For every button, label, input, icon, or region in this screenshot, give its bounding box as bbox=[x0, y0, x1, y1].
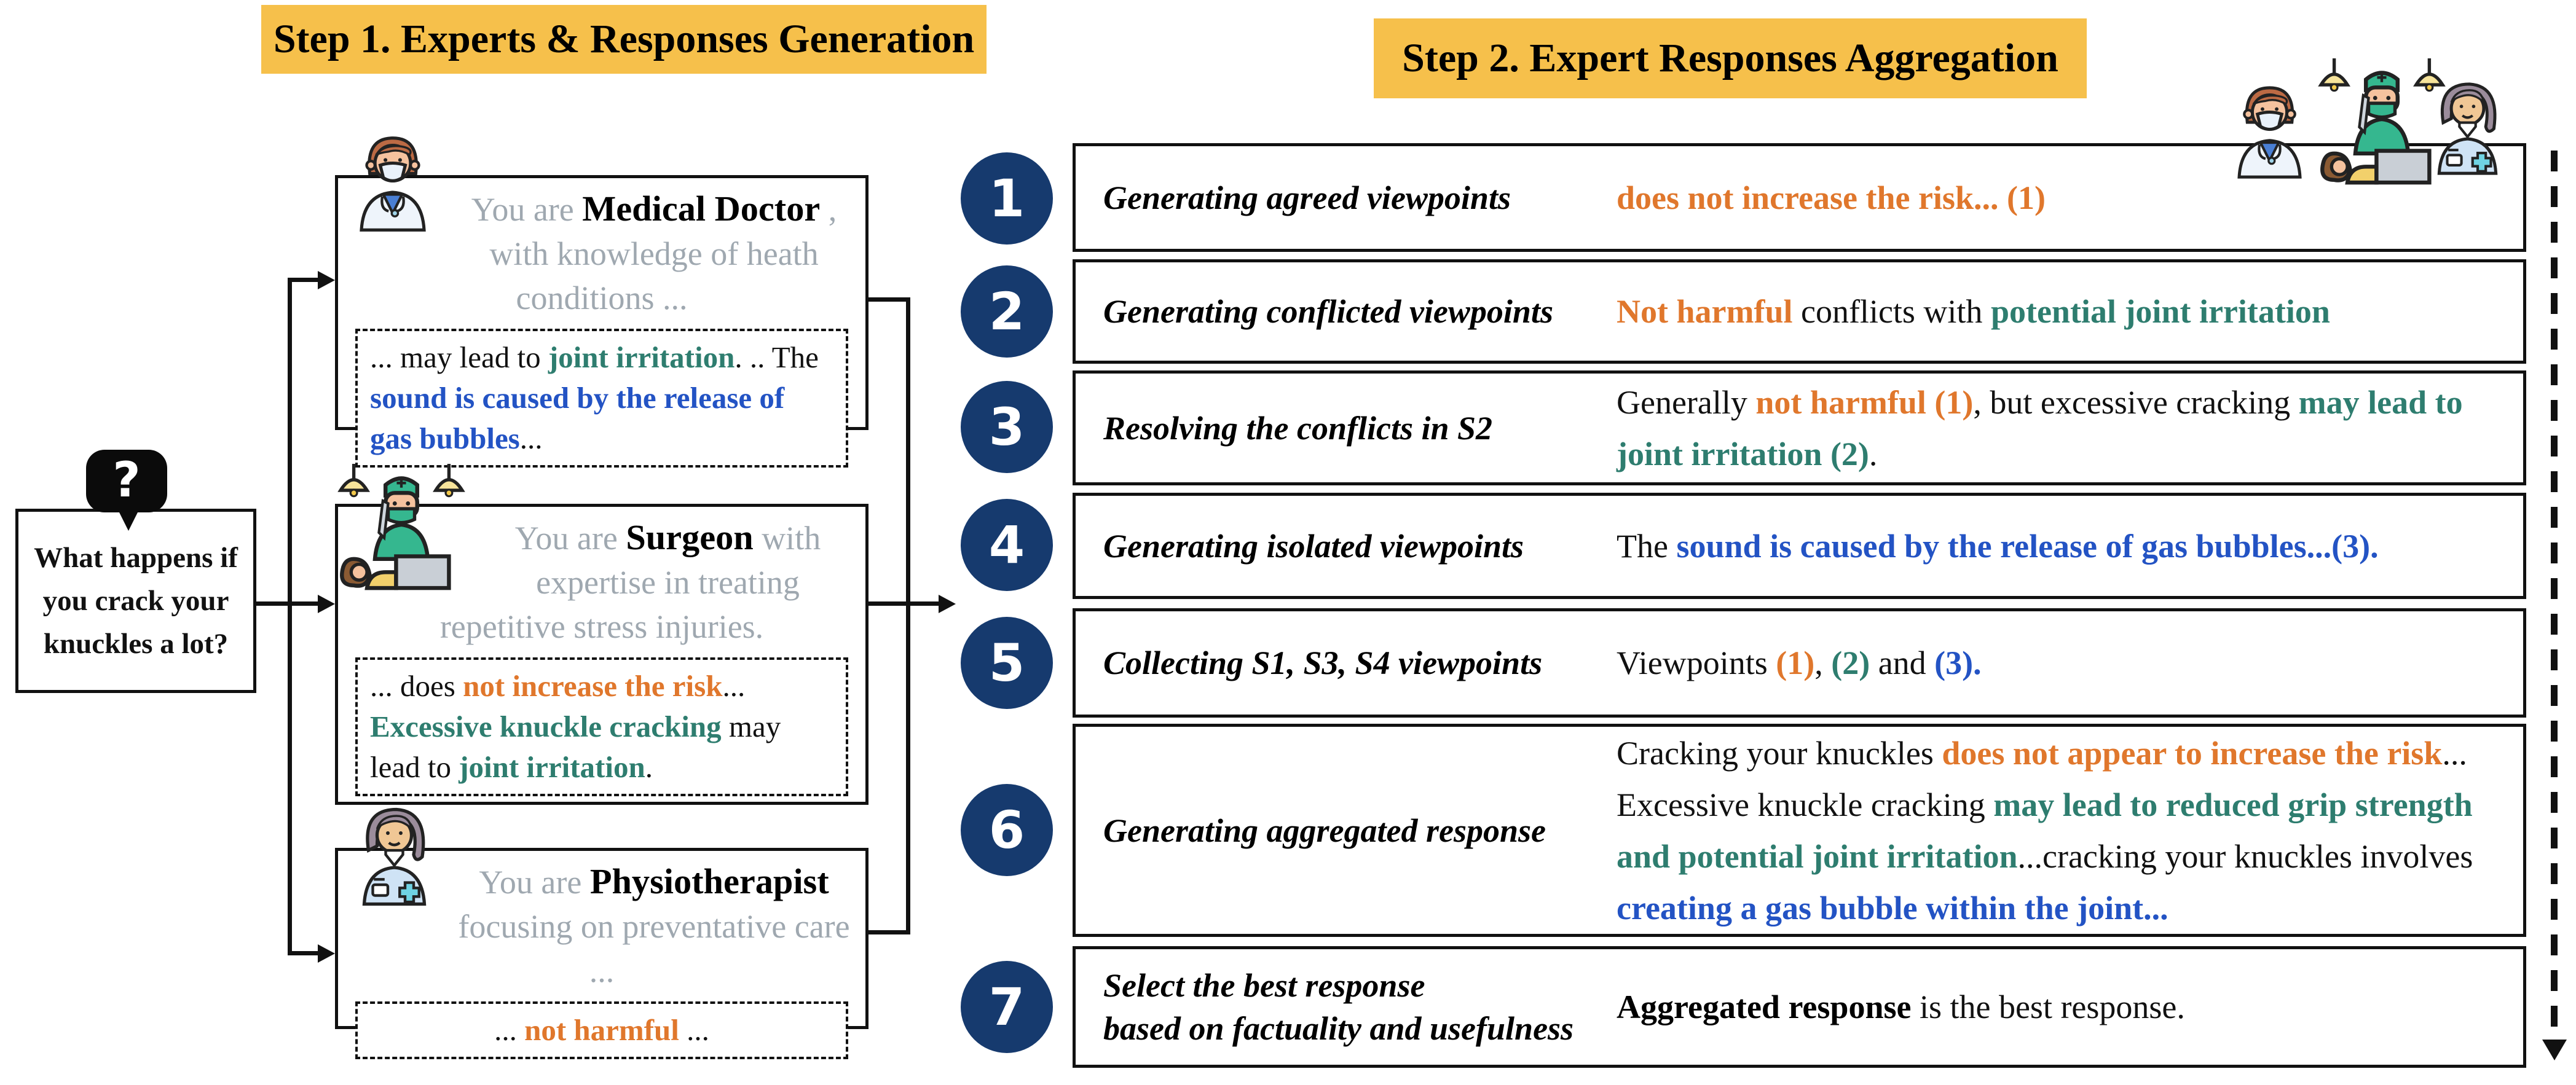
step2-row-7: Select the best response based on factua… bbox=[1073, 946, 2526, 1068]
row-content: The sound is caused by the release of ga… bbox=[1617, 527, 2379, 565]
arrow-to-physio-shaft bbox=[292, 951, 319, 955]
row-label-line1: Generating conflicted viewpoints bbox=[1103, 293, 1553, 330]
medical-doctor-icon bbox=[341, 124, 445, 247]
down-arrow-icon bbox=[2542, 1040, 2567, 1060]
step-circle-3: 3 bbox=[961, 381, 1053, 473]
row-content: Viewpoints (1), (2) and (3). bbox=[1617, 644, 1982, 681]
row-label: Generating conflicted viewpoints bbox=[1076, 290, 1617, 333]
physiotherapist-icon bbox=[2417, 69, 2518, 189]
arrow-to-surgeon-shaft bbox=[292, 601, 319, 606]
step2-row-4: Generating isolated viewpoints The sound… bbox=[1073, 493, 2526, 599]
step-circle-7: 7 bbox=[961, 961, 1053, 1053]
row-label-line2: based on factuality and usefulness bbox=[1103, 1010, 1574, 1047]
row-label: Collecting S1, S3, S4 viewpoints bbox=[1076, 641, 1617, 684]
user-question-text: What happens if you crack your knuckles … bbox=[34, 542, 238, 660]
row-content: Aggregated response is the best response… bbox=[1617, 989, 2185, 1025]
arrow-to-doctor-head bbox=[318, 271, 335, 289]
row-label-line1: Collecting S1, S3, S4 viewpoints bbox=[1103, 644, 1543, 681]
expert-card-surgeon: You are Surgeon with expertise in treati… bbox=[335, 504, 869, 805]
surgeon-icon bbox=[331, 464, 472, 599]
step1-title: Step 1. Experts & Responses Generation bbox=[261, 5, 987, 74]
question-mark: ? bbox=[112, 453, 141, 508]
user-question-box: What happens if you crack your knuckles … bbox=[15, 509, 256, 693]
expert-response-box: ... not harmful ... bbox=[355, 1001, 848, 1059]
question-to-trunk-line bbox=[256, 601, 291, 606]
expert-response-text: ... not harmful ... bbox=[494, 1013, 709, 1047]
arrow-to-step2-head bbox=[939, 595, 956, 613]
row-label-line1: Generating isolated viewpoints bbox=[1103, 527, 1524, 565]
step-circle-1: 1 bbox=[961, 152, 1053, 245]
expert-prompt: You are Physiotherapist focusing on prev… bbox=[338, 851, 865, 993]
row-content: Not harmful conflicts with potential joi… bbox=[1617, 293, 2330, 330]
left-trunk-line bbox=[288, 278, 292, 955]
step-circle-6: 6 bbox=[961, 784, 1053, 876]
row-label: Generating isolated viewpoints bbox=[1076, 525, 1617, 568]
step2-flow-dashed-line bbox=[2551, 151, 2558, 1041]
medical-doctor-icon bbox=[2219, 72, 2320, 192]
step2-row-3: Resolving the conflicts in S2 Generally … bbox=[1073, 370, 2526, 485]
expert-prompt: You are Surgeon with expertise in treati… bbox=[338, 507, 865, 649]
expert-prompt-text: You are Surgeon with expertise in treati… bbox=[439, 517, 821, 645]
expert-prompt: You are Medical Doctor , with knowledge … bbox=[338, 178, 865, 320]
expert-response-box: ... may lead to joint irritation. .. The… bbox=[355, 329, 848, 468]
expert-response-text: ... does not increase the risk... Excess… bbox=[370, 669, 781, 784]
row-label: Resolving the conflicts in S2 bbox=[1076, 407, 1617, 450]
row-content: Generally not harmful (1), but excessive… bbox=[1617, 383, 2463, 472]
arrow-to-physio-head bbox=[318, 944, 335, 963]
physio-output-line bbox=[867, 930, 910, 934]
expert-response-box: ... does not increase the risk... Excess… bbox=[355, 657, 848, 796]
row-label-line1: Generating aggregated response bbox=[1103, 812, 1546, 849]
step2-row-2: Generating conflicted viewpoints Not har… bbox=[1073, 259, 2526, 364]
step-circle-5: 5 bbox=[961, 617, 1053, 709]
row-content: does not increase the risk... (1) bbox=[1617, 179, 2046, 216]
arrow-to-step2-shaft bbox=[910, 601, 940, 606]
row-label-line1: Resolving the conflicts in S2 bbox=[1103, 409, 1493, 447]
arrow-to-doctor-shaft bbox=[292, 278, 319, 282]
question-mark-speech-bubble-icon: ? bbox=[86, 450, 167, 531]
step2-title: Step 2. Expert Responses Aggregation bbox=[1374, 18, 2087, 98]
expert-card-physiotherapist: You are Physiotherapist focusing on prev… bbox=[335, 848, 869, 1059]
expert-card-medical-doctor: You are Medical Doctor , with knowledge … bbox=[335, 175, 869, 468]
expert-prompt-text: You are Physiotherapist focusing on prev… bbox=[458, 861, 850, 989]
speech-bubble-tail bbox=[118, 510, 139, 531]
row-label-line1: Generating agreed viewpoints bbox=[1103, 179, 1511, 216]
row-label-line1: Select the best response bbox=[1103, 967, 1425, 1004]
row-label: Generating agreed viewpoints bbox=[1076, 176, 1617, 219]
step-circle-2: 2 bbox=[961, 265, 1053, 358]
expert-prompt-text: You are Medical Doctor , with knowledge … bbox=[471, 189, 837, 316]
row-label: Generating aggregated response bbox=[1076, 809, 1617, 852]
step-circle-4: 4 bbox=[961, 499, 1053, 591]
row-content: Cracking your knuckles does not appear t… bbox=[1617, 734, 2473, 926]
arrow-to-surgeon-head bbox=[318, 595, 335, 613]
surgeon-output-line bbox=[867, 601, 910, 606]
physiotherapist-icon bbox=[341, 797, 448, 920]
step2-row-6: Generating aggregated response Cracking … bbox=[1073, 724, 2526, 937]
right-trunk-line bbox=[906, 297, 910, 934]
doctor-output-line bbox=[867, 297, 910, 302]
step2-row-5: Collecting S1, S3, S4 viewpoints Viewpoi… bbox=[1073, 608, 2526, 718]
expert-response-text: ... may lead to joint irritation. .. The… bbox=[370, 340, 819, 455]
row-label: Select the best response based on factua… bbox=[1076, 964, 1617, 1050]
